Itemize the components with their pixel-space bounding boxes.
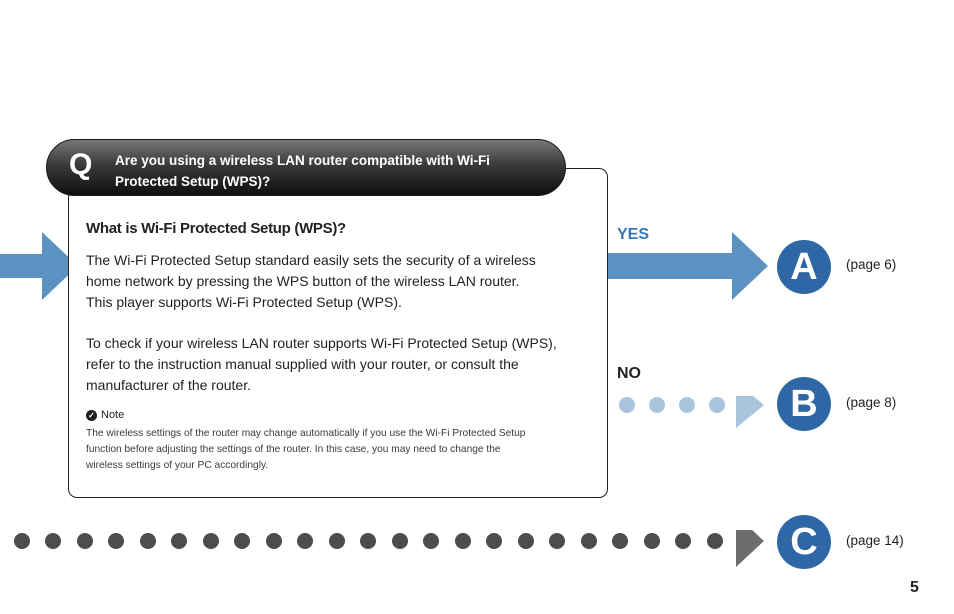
wps-check-instructions: To check if your wireless LAN router sup… bbox=[86, 333, 591, 396]
note-label: Note bbox=[101, 409, 125, 421]
note-heading: ✓ Note bbox=[86, 409, 124, 421]
note-icon: ✓ bbox=[86, 409, 97, 421]
page-number: 5 bbox=[910, 579, 919, 596]
note-text: The wireless settings of the router may … bbox=[86, 426, 591, 474]
wps-check-line: refer to the instruction manual supplied… bbox=[86, 356, 519, 372]
question-text: Are you using a wireless LAN router comp… bbox=[115, 150, 545, 192]
wps-description-line: home network by pressing the WPS button … bbox=[86, 273, 520, 289]
question-banner: Q Are you using a wireless LAN router co… bbox=[46, 139, 566, 196]
yes-arrow bbox=[608, 232, 768, 300]
option-c-page-ref[interactable]: (page 14) bbox=[846, 533, 904, 548]
option-b-page-ref[interactable]: (page 8) bbox=[846, 395, 897, 410]
entry-arrow bbox=[0, 232, 78, 300]
c-dotted-arrow bbox=[14, 530, 764, 567]
info-box: What is Wi-Fi Protected Setup (WPS)? The… bbox=[68, 168, 608, 498]
note-line: function before adjusting the settings o… bbox=[86, 444, 501, 455]
note-line: wireless settings of your PC accordingly… bbox=[86, 460, 269, 471]
option-b-badge[interactable]: B bbox=[777, 377, 831, 431]
note-line: The wireless settings of the router may … bbox=[86, 428, 526, 439]
wps-description: The Wi-Fi Protected Setup standard easil… bbox=[86, 250, 586, 313]
question-letter: Q bbox=[69, 148, 93, 181]
wps-description-line: The Wi-Fi Protected Setup standard easil… bbox=[86, 252, 536, 268]
wps-check-line: manufacturer of the router. bbox=[86, 377, 251, 393]
question-line: Protected Setup (WPS)? bbox=[115, 174, 271, 189]
yes-label: YES bbox=[617, 226, 650, 243]
no-dotted-arrow bbox=[619, 396, 764, 428]
box-heading: What is Wi-Fi Protected Setup (WPS)? bbox=[86, 220, 346, 237]
option-c-badge[interactable]: C bbox=[777, 515, 831, 569]
option-a-badge[interactable]: A bbox=[777, 240, 831, 294]
wps-check-line: To check if your wireless LAN router sup… bbox=[86, 335, 557, 351]
no-label: NO bbox=[617, 365, 641, 382]
wps-description-line: This player supports Wi-Fi Protected Set… bbox=[86, 294, 402, 310]
option-a-page-ref[interactable]: (page 6) bbox=[846, 257, 897, 272]
question-line: Are you using a wireless LAN router comp… bbox=[115, 153, 490, 168]
